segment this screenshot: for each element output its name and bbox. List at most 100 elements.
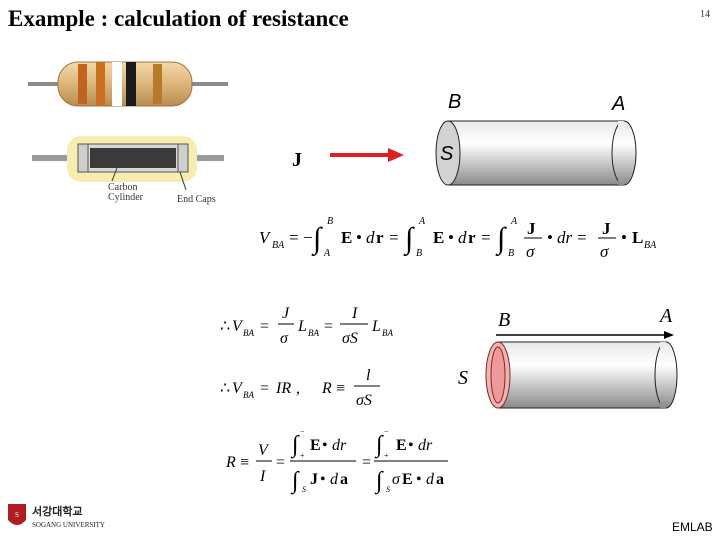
svg-text:I: I [351, 305, 358, 322]
svg-text:∫: ∫ [403, 222, 415, 257]
svg-text:σ: σ [280, 330, 289, 347]
label-B-bottom: B [498, 309, 510, 331]
svg-text:∫: ∫ [374, 468, 384, 495]
svg-text:BA: BA [243, 390, 254, 400]
svg-text:d: d [330, 471, 339, 488]
svg-text:∴: ∴ [220, 380, 230, 397]
svg-text:∫: ∫ [311, 222, 323, 257]
svg-text:σ: σ [392, 471, 401, 488]
svg-text:B: B [508, 248, 514, 259]
band-gold [153, 64, 162, 104]
svg-text:L: L [632, 228, 643, 247]
band-orange-2 [96, 62, 105, 106]
svg-text:A: A [510, 216, 518, 227]
svg-text:dr: dr [418, 437, 433, 454]
svg-text:dr: dr [332, 437, 347, 454]
svg-text:≡: ≡ [240, 454, 249, 471]
svg-text:−: − [300, 427, 305, 436]
voltage-equation: V BA = − ∫ B A E • d r = ∫ A B E • d r =… [259, 216, 657, 261]
svg-text:∫: ∫ [374, 432, 384, 459]
svg-text:A: A [323, 248, 331, 259]
svg-text:∫: ∫ [495, 222, 507, 257]
svg-text:IR: IR [275, 380, 291, 397]
svg-text:+: + [300, 451, 305, 460]
svg-text:L: L [297, 318, 307, 335]
svg-text:=: = [276, 454, 285, 471]
carbon-label-1: Carbon [108, 182, 137, 193]
svg-text:R: R [225, 454, 236, 471]
svg-text:E: E [341, 228, 352, 247]
svg-text:•: • [356, 228, 362, 247]
svg-text:r: r [468, 228, 476, 247]
svg-text:a: a [340, 471, 348, 488]
svg-text:J: J [282, 305, 290, 322]
voltage-ratio-equation: ∴ V BA = J σ L BA = I σS L BA [220, 305, 393, 347]
svg-text:=: = [577, 228, 587, 247]
svg-text:dr: dr [557, 228, 573, 247]
resistor-photo [28, 61, 228, 107]
svg-text:=: = [289, 228, 299, 247]
svg-text:•: • [416, 471, 422, 488]
svg-text:σS: σS [356, 392, 372, 409]
svg-text:I: I [259, 468, 266, 485]
svg-text:E: E [396, 437, 407, 454]
label-S-bottom: S [458, 367, 468, 389]
band-white [112, 62, 122, 106]
university-logo: S 서강대학교 SOGANG UNIVERSITY [8, 504, 105, 529]
current-density-label: J [292, 149, 302, 171]
svg-text:•: • [621, 228, 627, 247]
svg-text:E: E [310, 437, 321, 454]
svg-text:•: • [408, 437, 414, 454]
svg-text:S: S [302, 485, 306, 494]
carbon-cylinder [90, 148, 176, 168]
svg-text:J: J [527, 219, 536, 238]
svg-text:−: − [303, 228, 313, 247]
svg-text:=: = [389, 228, 399, 247]
svg-text:d: d [426, 471, 435, 488]
carbon-resistor-diagram: Carbon Cylinder End Caps [32, 136, 224, 205]
footer-label: EMLAB [672, 520, 713, 534]
svg-text:S: S [15, 511, 19, 519]
svg-text:BA: BA [644, 240, 657, 251]
svg-text:B: B [327, 216, 333, 227]
svg-text:l: l [366, 367, 371, 384]
svg-text:σS: σS [342, 330, 358, 347]
svg-text:=: = [362, 454, 371, 471]
band-orange [78, 64, 87, 104]
svg-text:≡: ≡ [336, 380, 345, 397]
svg-text:•: • [448, 228, 454, 247]
svg-text:+: + [384, 451, 389, 460]
page-number: 14 [700, 9, 710, 20]
svg-text:,: , [296, 380, 300, 397]
label-A-bottom: A [658, 305, 673, 327]
svg-text:d: d [366, 228, 375, 247]
label-A-top: A [611, 93, 625, 115]
svg-text:V: V [259, 228, 272, 247]
ohms-law-equation: ∴ V BA = IR , R ≡ l σS [220, 367, 380, 409]
svg-text:BA: BA [272, 240, 285, 251]
svg-text:E: E [402, 471, 413, 488]
logo-english-name: SOGANG UNIVERSITY [32, 521, 105, 529]
slide-title: Example : calculation of resistance [8, 6, 349, 31]
svg-text:a: a [436, 471, 444, 488]
svg-text:B: B [416, 248, 422, 259]
label-S-top: S [440, 143, 454, 165]
svg-text:=: = [260, 318, 269, 335]
bottom-cylinder-diagram: B A S [458, 305, 678, 409]
svg-text:σ: σ [600, 242, 609, 261]
svg-text:A: A [418, 216, 426, 227]
svg-text:BA: BA [382, 328, 393, 338]
svg-text:∴: ∴ [220, 318, 230, 335]
top-cylinder-diagram: J B A S [292, 91, 637, 186]
svg-text:V: V [232, 380, 244, 397]
svg-text:BA: BA [243, 328, 254, 338]
svg-text:V: V [232, 318, 244, 335]
svg-text:V: V [258, 442, 270, 459]
svg-text:J: J [310, 471, 318, 488]
svg-text:J: J [602, 219, 611, 238]
svg-text:L: L [371, 318, 381, 335]
svg-text:•: • [547, 228, 553, 247]
label-B-top: B [448, 91, 461, 113]
svg-text:•: • [320, 471, 326, 488]
svg-text:−: − [384, 427, 389, 436]
